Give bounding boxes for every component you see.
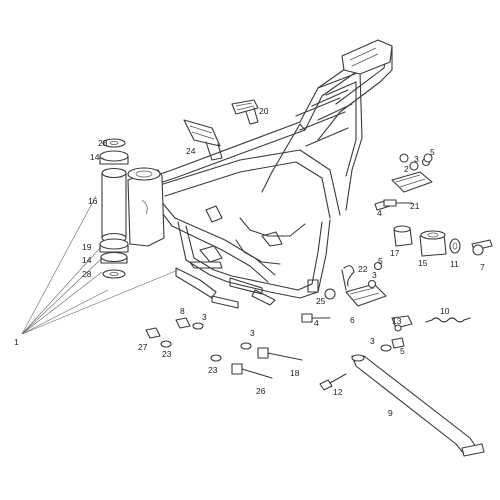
callout-3-lower: 3: [370, 336, 375, 346]
callout-3-upper: 3: [414, 154, 419, 164]
callout-12: 12: [333, 387, 343, 397]
footpeg-left: [324, 261, 387, 307]
leader-lines: [21, 157, 179, 335]
callout-14-upper: 14: [90, 152, 100, 162]
callout-20: 20: [259, 106, 269, 116]
steering-head: [127, 167, 165, 247]
callout-15: 15: [418, 258, 428, 268]
callout-24: 24: [186, 146, 196, 156]
callout-22: 22: [358, 264, 368, 274]
callout-23-left: 23: [162, 349, 172, 359]
footpeg-pair-upper: [183, 99, 259, 161]
callout-26: 26: [256, 386, 266, 396]
callout-25: 25: [316, 296, 326, 306]
callout-17: 17: [390, 248, 400, 258]
callout-28-lower: 28: [82, 269, 92, 279]
callout-11: 11: [450, 259, 459, 269]
frame-assembly: [147, 39, 393, 309]
callout-4-upper: 4: [377, 208, 382, 218]
callout-4-lower: 4: [314, 318, 319, 328]
callout-1: 1: [14, 337, 19, 347]
callout-16: 16: [88, 196, 98, 206]
callout-14-lower: 14: [82, 255, 92, 265]
callout-21: 21: [410, 201, 420, 211]
callout-19: 19: [82, 242, 92, 252]
fasteners: [145, 153, 433, 391]
side-stand: [351, 315, 485, 457]
bushing-set: [393, 225, 493, 257]
callout-23-center: 23: [208, 365, 218, 375]
head-bearing-stack: [99, 138, 129, 279]
callout-5-upper: 5: [430, 147, 435, 157]
callout-labels: 1 2 3 3 3 3 3 4 4 5 5 5 6 7 8 9 10 11 12…: [14, 106, 485, 418]
callout-13: 13: [392, 316, 402, 326]
callout-8: 8: [180, 306, 185, 316]
callout-27: 27: [138, 342, 148, 352]
callout-3-mid: 3: [372, 270, 377, 280]
callout-5-lower: 5: [400, 346, 405, 356]
callout-7: 7: [480, 262, 485, 272]
callout-3-center: 3: [250, 328, 255, 338]
callout-10: 10: [440, 306, 450, 316]
footpeg-bracket-right: [374, 157, 433, 211]
callout-6: 6: [350, 315, 355, 325]
callout-18: 18: [290, 368, 300, 378]
callout-3-left: 3: [202, 312, 207, 322]
callout-2: 2: [404, 164, 409, 174]
callout-5-mid: 5: [378, 256, 383, 266]
callout-9: 9: [388, 408, 393, 418]
callout-28-upper: 28: [98, 138, 108, 148]
